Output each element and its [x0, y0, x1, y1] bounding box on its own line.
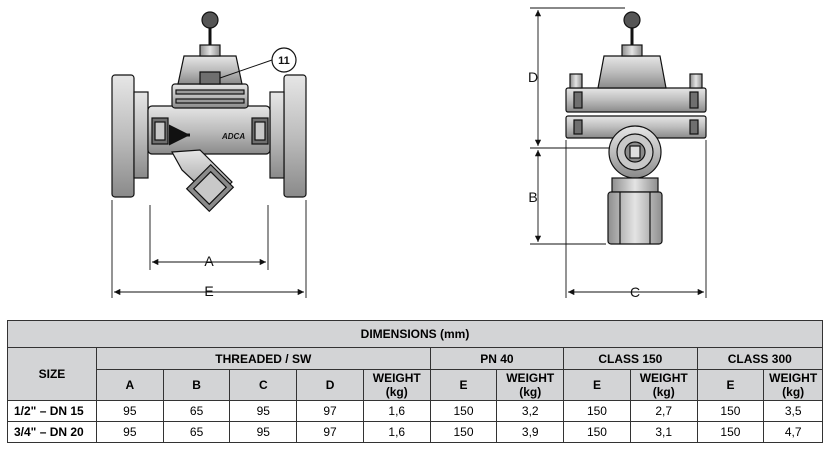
column-header: E	[563, 369, 631, 401]
table-cell: 150	[563, 400, 631, 422]
table-cell: 97	[296, 421, 364, 443]
column-header: A	[95, 369, 164, 401]
column-header: WEIGHT (kg)	[629, 369, 698, 401]
table-cell: 1,6	[362, 400, 431, 422]
dimension-e	[111, 200, 307, 298]
table-cell: 150	[696, 400, 765, 422]
table-cell: 150	[429, 400, 498, 422]
table-row: 3/4" – DN 20 95 65 95 97 1,6 150 3,9 150…	[7, 421, 823, 443]
table-cell: 95	[95, 400, 164, 422]
column-header: WEIGHT (kg)	[362, 369, 431, 401]
table-cell: 150	[429, 421, 498, 443]
table-title: DIMENSIONS (mm)	[7, 320, 823, 348]
column-header: E	[429, 369, 498, 401]
group-class300: CLASS 300	[696, 347, 824, 370]
table-cell: 3,9	[496, 421, 565, 443]
technical-drawings: 11 ADCA A E	[111, 7, 707, 300]
dimension-label-b: B	[528, 189, 537, 205]
table-cell: 95	[229, 421, 298, 443]
table-cell: 3,2	[496, 400, 565, 422]
column-header: C	[229, 369, 298, 401]
column-header: WEIGHT (kg)	[496, 369, 565, 401]
dimension-label-c: C	[630, 284, 640, 300]
dimension-d-b	[530, 7, 625, 245]
table-cell: 150	[563, 421, 631, 443]
column-header: D	[296, 369, 364, 401]
front-view-drawing	[111, 11, 307, 213]
table-cell: 1,6	[362, 421, 431, 443]
table-cell: 65	[162, 421, 231, 443]
table-cell: 2,7	[629, 400, 698, 422]
dimension-label-e: E	[204, 283, 213, 299]
table-row: 1/2" – DN 15 95 65 95 97 1,6 150 3,2 150…	[7, 400, 823, 422]
dimensions-table: DIMENSIONS (mm) SIZE THREADED / SW PN 40…	[7, 320, 824, 443]
column-header: E	[696, 369, 765, 401]
dimension-label-d: D	[528, 69, 538, 85]
table-cell: 65	[162, 400, 231, 422]
group-class150: CLASS 150	[563, 347, 698, 370]
brand-mark: ADCA	[221, 132, 245, 141]
size-cell: 1/2" – DN 15	[7, 400, 97, 422]
group-threaded-sw: THREADED / SW	[95, 347, 431, 370]
side-view-drawing	[565, 11, 707, 245]
table-cell: 150	[696, 421, 765, 443]
dimension-c	[565, 140, 707, 298]
callout-11: 11	[219, 47, 297, 79]
table-cell: 95	[229, 400, 298, 422]
column-header: WEIGHT (kg)	[763, 369, 823, 401]
table-cell: 3,5	[763, 400, 823, 422]
size-header: SIZE	[7, 347, 97, 401]
dimension-a	[149, 205, 269, 270]
table-cell: 97	[296, 400, 364, 422]
table-cell: 95	[95, 421, 164, 443]
table-cell: 4,7	[763, 421, 823, 443]
group-pn40: PN 40	[429, 347, 565, 370]
dimension-label-a: A	[204, 253, 214, 269]
column-header: B	[162, 369, 231, 401]
table-cell: 3,1	[629, 421, 698, 443]
callout-number: 11	[278, 55, 290, 67]
size-cell: 3/4" – DN 20	[7, 421, 97, 443]
